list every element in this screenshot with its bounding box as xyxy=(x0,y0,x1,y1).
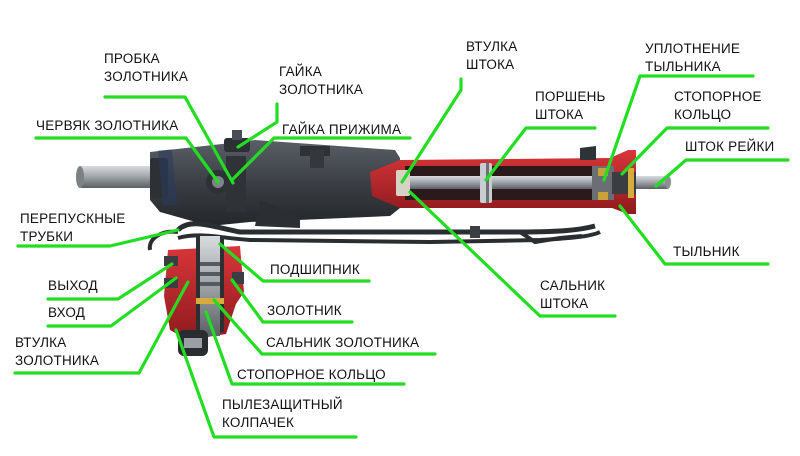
leader-porshen-shtoka xyxy=(484,126,597,182)
label-stopornoe-koltso-low: СТОПОРНОЕ КОЛЬЦО xyxy=(237,367,386,382)
leader-chervyak-zolotnika xyxy=(34,136,220,184)
label-shtok-reyki: ШТОК РЕЙКИ xyxy=(685,139,775,154)
leader-salnik-shtoka xyxy=(408,190,617,318)
leader-salnik-zolotnika xyxy=(212,298,437,356)
label-porshen-shtoka: ПОРШЕНЬ ШТОКА xyxy=(535,89,606,122)
label-pylezashchitny-kolpachek: ПЫЛЕЗАЩИТНЫЙ КОЛПАЧЕК xyxy=(222,397,343,430)
leader-gayka-zolotnika xyxy=(236,102,279,149)
label-salnik-zolotnika: САЛЬНИК ЗОЛОТНИКА xyxy=(266,335,420,350)
leader-shtok-reyki xyxy=(654,158,790,188)
label-chervyak-zolotnika: ЧЕРВЯК ЗОЛОТНИКА xyxy=(36,118,179,133)
leader-gayka-prizhima xyxy=(230,136,412,182)
leader-tylnik xyxy=(618,204,770,266)
label-gayka-prizhima: ГАЙКА ПРИЖИМА xyxy=(282,122,402,137)
label-tylnik: ТЫЛЬНИК xyxy=(673,244,740,259)
label-perepusknye-trubki: ПЕРЕПУСКНЫЕ ТРУБКИ xyxy=(20,211,126,244)
label-uplotnenie-tylnika: УПЛОТНЕНИЕ ТЫЛЬНИКА xyxy=(645,41,741,74)
leader-stopornoe-koltso-low xyxy=(204,310,406,386)
label-stopornoe-koltso-top: СТОПОРНОЕ КОЛЬЦО xyxy=(674,89,762,122)
leader-stopornoe-koltso-top xyxy=(620,126,770,176)
rack-rod-left xyxy=(78,166,158,188)
leader-perepusknye-trubki xyxy=(16,228,180,248)
leader-vykhod xyxy=(46,262,174,301)
label-vtulka-shtoka: ВТУЛКА ШТОКА xyxy=(466,39,518,72)
leader-vtulka-zolotnika xyxy=(13,280,190,375)
label-vtulka-zolotnika: ВТУЛКА ЗОЛОТНИКА xyxy=(15,335,100,368)
rack-housing xyxy=(150,140,400,226)
label-salnik-shtoka: САЛЬНИК ШТОКА xyxy=(540,278,606,311)
leader-vkhod xyxy=(46,276,178,328)
leader-uplotnenie-tylnika xyxy=(602,74,755,182)
leader-lines xyxy=(13,74,790,439)
label-podshipnik: ПОДШИПНИК xyxy=(270,262,360,277)
leader-probka-zolotnika xyxy=(103,95,235,185)
leader-pylezashchitny-kolpachek xyxy=(174,328,358,439)
label-vykhod: ВЫХОД xyxy=(48,278,98,293)
leader-vtulka-shtoka xyxy=(400,77,463,184)
label-vkhod: ВХОД xyxy=(48,305,86,320)
label-zolotnik: ЗОЛОТНИК xyxy=(267,303,342,318)
label-gayka-zolotnika: ГАЙКА ЗОЛОТНИКА xyxy=(279,64,364,97)
steering-rack-image xyxy=(76,130,671,356)
label-probka-zolotnika: ПРОБКА ЗОЛОТНИКА xyxy=(104,51,189,84)
transfer-tubes xyxy=(176,221,596,235)
leader-zolotnik xyxy=(230,278,354,324)
leader-podshipnik xyxy=(218,242,371,283)
